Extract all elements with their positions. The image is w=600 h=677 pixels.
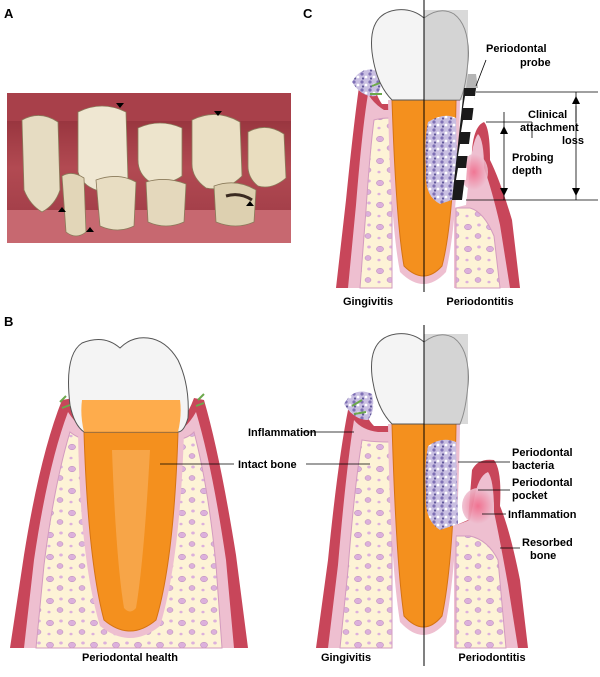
panel-a-letter: A bbox=[4, 6, 14, 21]
caption-d-gingivitis: Gingivitis bbox=[321, 652, 371, 664]
panel-b: B Periodontal health bbox=[4, 314, 248, 664]
caption-c-gingivitis: Gingivitis bbox=[343, 296, 393, 308]
label-cal-line2: attachment bbox=[520, 122, 579, 134]
probing-diagram bbox=[336, 0, 598, 292]
label-resorbed-line1: Resorbed bbox=[522, 537, 573, 549]
label-bacteria-line1: Periodontal bbox=[512, 447, 573, 459]
panel-b-letter: B bbox=[4, 314, 13, 329]
label-inflammation-right: Inflammation bbox=[508, 509, 577, 521]
label-probing-line1: Probing bbox=[512, 152, 554, 164]
label-bacteria-line2: bacteria bbox=[512, 460, 555, 472]
caption-c-periodontitis: Periodontitis bbox=[446, 296, 513, 308]
intraoral-photo bbox=[7, 93, 291, 243]
caption-d-periodontitis: Periodontitis bbox=[458, 652, 525, 664]
panel-d: Inflammation Intact bone Periodontal bac… bbox=[160, 325, 577, 666]
label-cal-line3: loss bbox=[562, 135, 584, 147]
panel-c: C bbox=[303, 0, 598, 308]
label-pocket-line2: pocket bbox=[512, 490, 548, 502]
periodontal-probe bbox=[452, 74, 478, 200]
healthy-tooth-diagram bbox=[10, 337, 248, 649]
panel-a: A bbox=[4, 6, 291, 243]
panel-c-letter: C bbox=[303, 6, 313, 21]
label-probing-line2: depth bbox=[512, 165, 542, 177]
label-pocket-line1: Periodontal bbox=[512, 477, 573, 489]
label-intact-bone: Intact bone bbox=[238, 459, 297, 471]
label-probe-line1: Periodontal bbox=[486, 43, 547, 55]
caption-periodontal-health: Periodontal health bbox=[82, 652, 178, 664]
disease-diagram bbox=[160, 325, 528, 666]
label-probe-line2: probe bbox=[520, 57, 551, 69]
label-cal-line1: Clinical bbox=[528, 109, 567, 121]
label-inflammation-left: Inflammation bbox=[248, 427, 317, 439]
label-resorbed-line2: bone bbox=[530, 550, 556, 562]
